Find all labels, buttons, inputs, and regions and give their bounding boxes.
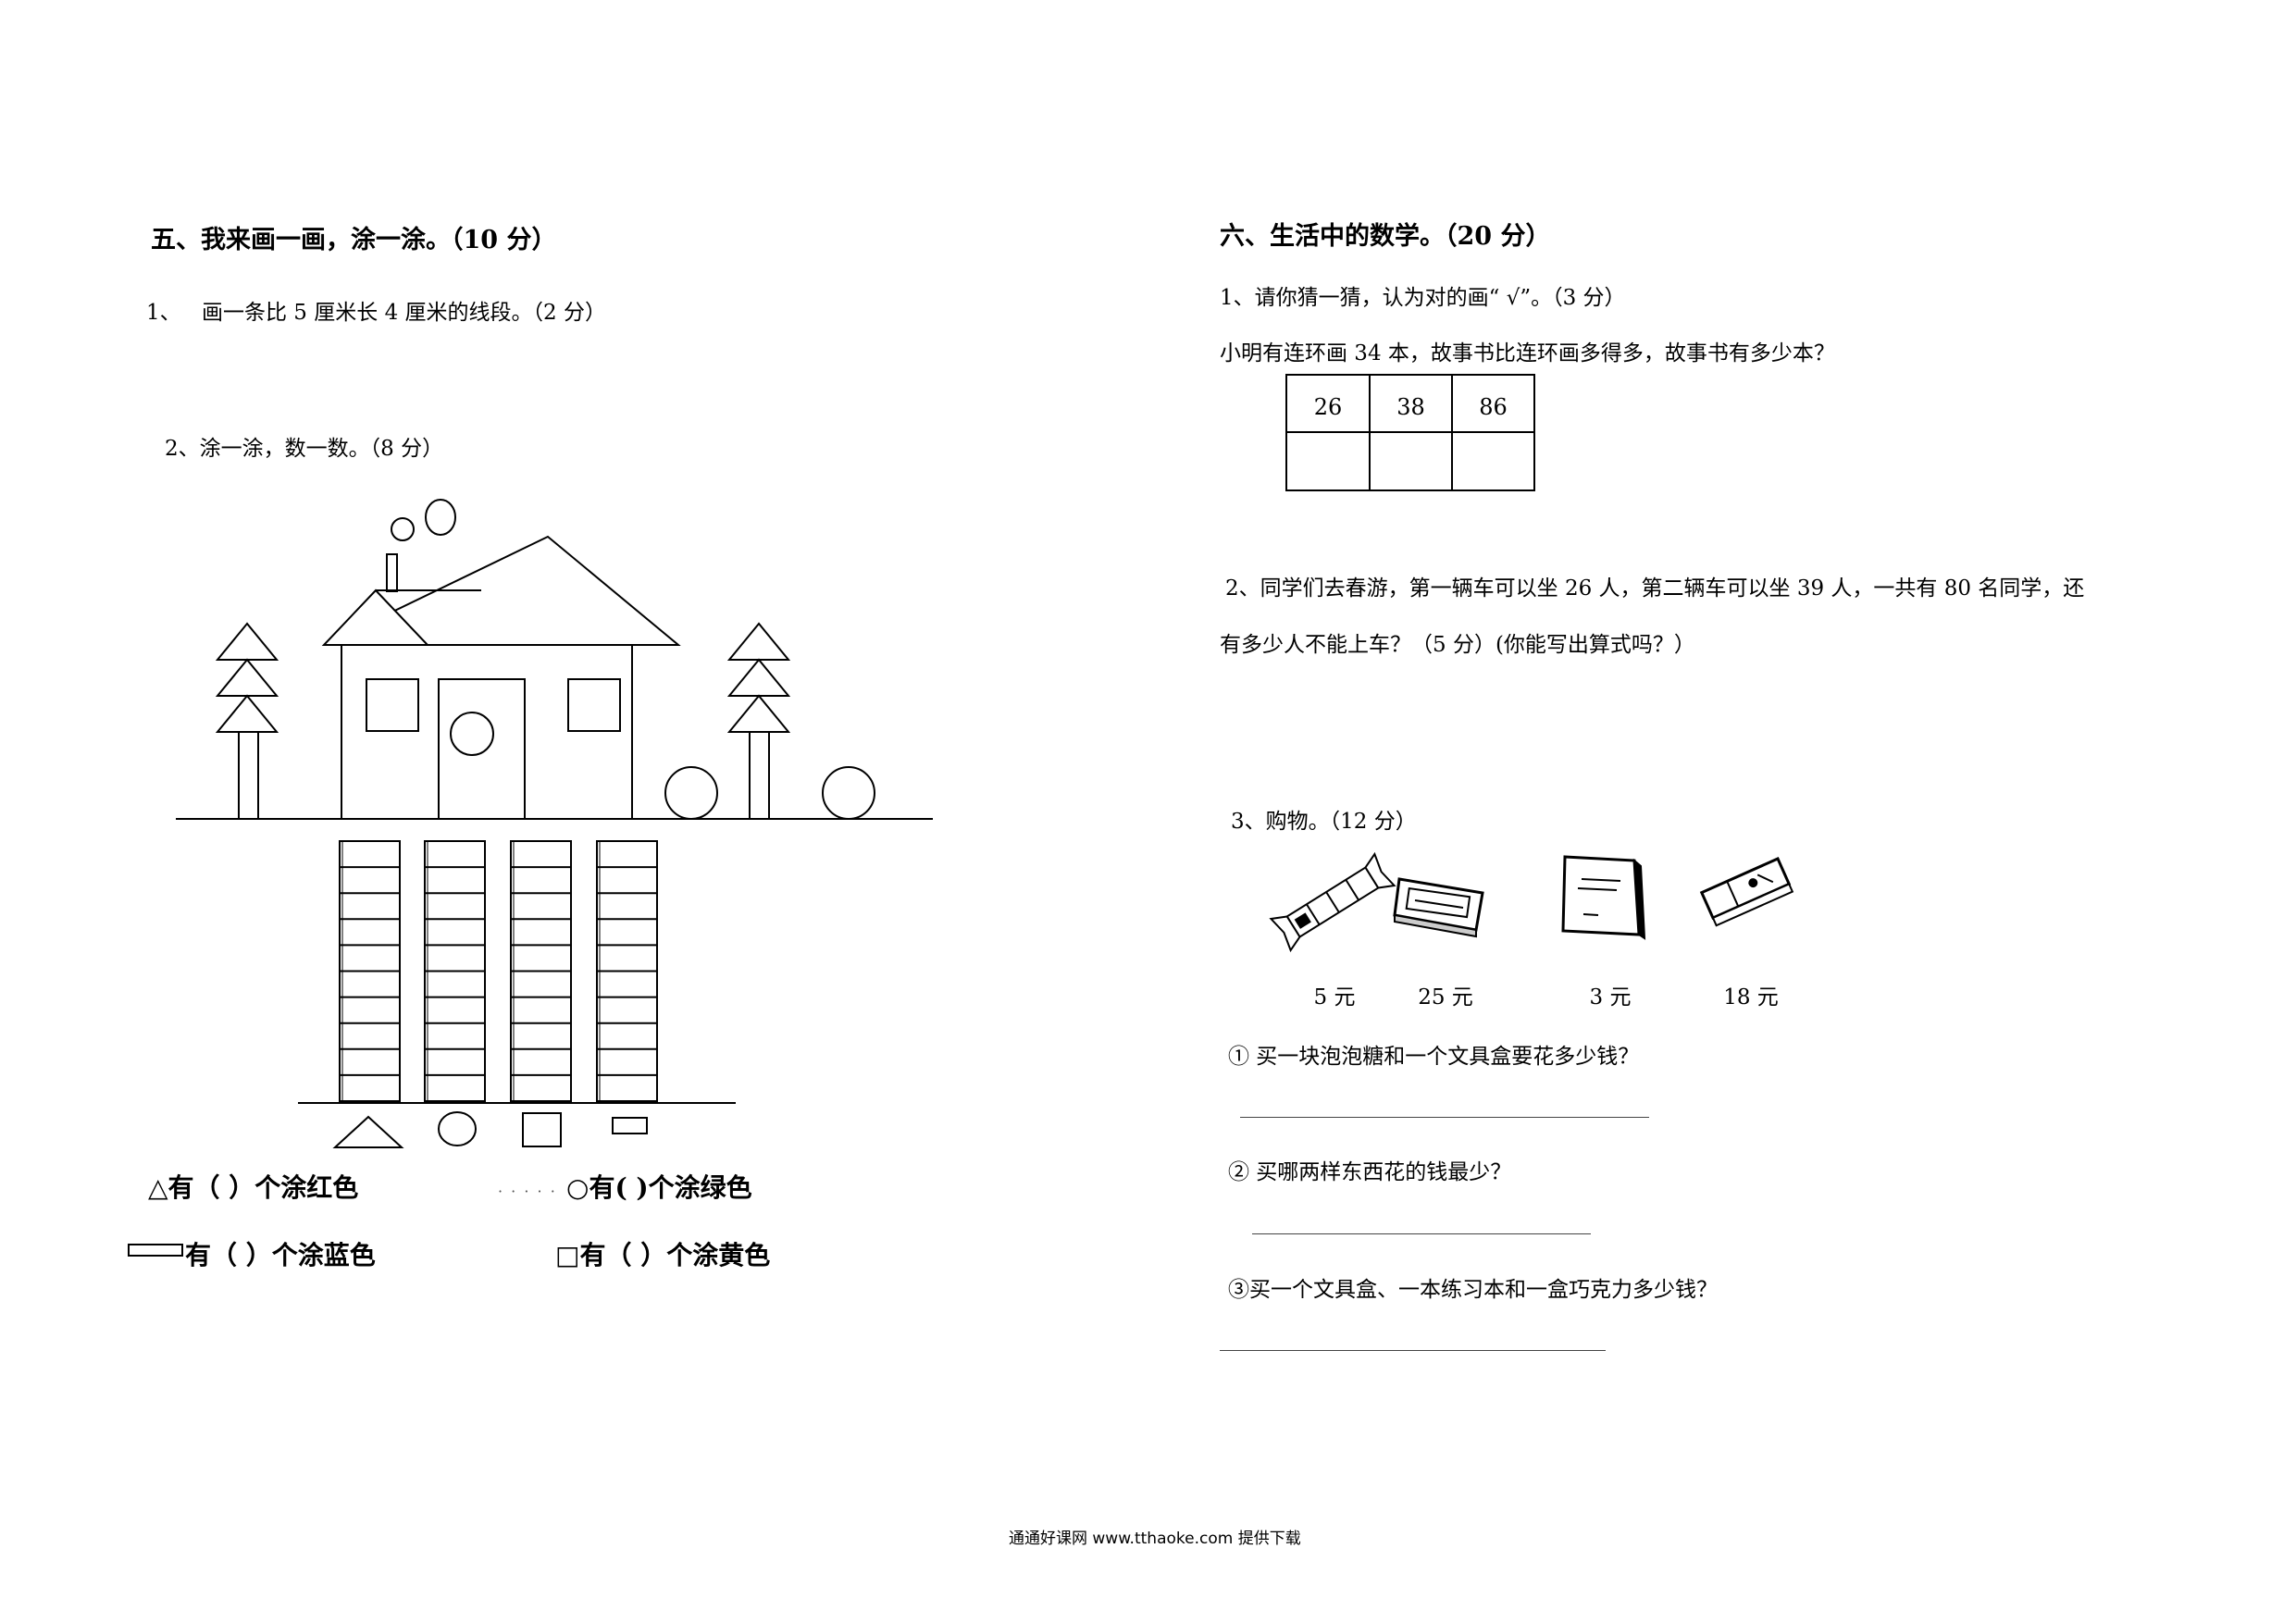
tree-left-top (215, 622, 279, 661)
legend-triangle-shape (332, 1115, 404, 1148)
exercise-book-icon (1561, 855, 1646, 940)
answer-line-2[interactable] (1252, 1233, 1591, 1234)
s6-q3-text: 3、购物。（12 分） (1231, 810, 1417, 834)
pencil-box-icon (1393, 877, 1484, 938)
square-icon: □ (555, 1240, 580, 1270)
s6-q2-line1: 2、同学们去春游，第一辆车可以坐 26 人，第二辆车可以坐 39 人，一共有 8… (1225, 576, 2085, 601)
tree-right-top (726, 622, 791, 661)
circle-icon: ○ (566, 1172, 590, 1203)
guess-value-2: 38 (1396, 394, 1425, 420)
dotted-mark: · · · · · (498, 1183, 557, 1200)
price-pencil-box: 25 元 (1418, 985, 1473, 1010)
legend-square-shape (522, 1112, 562, 1147)
bush-circle-left (664, 766, 718, 820)
brick-column-4 (596, 840, 658, 1102)
sub-question-1: ① 买一块泡泡糖和一个文具盒要花多少钱？ (1228, 1045, 1640, 1069)
legend-rect-shape (612, 1117, 648, 1134)
legend-square-row: □有（ ）个涂黄色 (555, 1235, 770, 1272)
guess-table: 26 38 86 (1285, 374, 1535, 491)
door-circle-window (450, 712, 494, 756)
tree-right-bottom (726, 694, 791, 733)
chocolate-box-icon (1699, 857, 1794, 927)
chimney (386, 553, 398, 592)
tree-right-mid (726, 658, 791, 697)
q1-number: 1、 (146, 301, 181, 325)
answer-line-1[interactable] (1240, 1117, 1649, 1118)
legend-circle-row: ○有( )个涂绿色 (566, 1168, 752, 1205)
count-triangle-text: 有（ ）个涂红色 (168, 1172, 359, 1203)
section-5-title: 五、我来画一画，涂一涂。（10 分） (151, 226, 557, 254)
footer-text: 通通好课网 www.tthaoke.com 提供下载 (1009, 1530, 1301, 1548)
tree-left-mid (215, 658, 279, 697)
triangle-icon: △ (148, 1172, 168, 1203)
sub-question-2: ② 买哪两样东西花的钱最少？ (1228, 1160, 1512, 1184)
count-circle-text: 有( )个涂绿色 (589, 1172, 752, 1203)
brick-column-2 (424, 840, 486, 1102)
house-window-left (366, 678, 419, 732)
sub-question-3: ③买一个文具盒、一本练习本和一盒巧克力多少钱？ (1228, 1278, 1718, 1302)
answer-line-3[interactable] (1220, 1350, 1606, 1351)
q2-text: 2、涂一涂，数一数。（8 分） (165, 437, 444, 461)
s6-q1-text: 1、请你猜一猜，认为对的画“ √”。（3 分） (1220, 286, 1626, 310)
price-exercise-book: 3 元 (1589, 985, 1632, 1010)
price-candy: 5 元 (1313, 985, 1356, 1010)
guess-value-1: 26 (1313, 394, 1343, 420)
s6-q1-problem: 小明有连环画 34 本，故事书比连环画多得多，故事书有多少本？ (1220, 341, 1835, 365)
guess-value-3: 86 (1479, 394, 1508, 420)
smoke-bubble-small (391, 517, 415, 541)
q1-text: 画一条比 5 厘米长 4 厘米的线段。（2 分） (202, 301, 606, 325)
smoke-bubble-large (425, 499, 456, 536)
s6-q2-line2: 有多少人不能上车？（5 分）(你能写出算式吗？） (1220, 633, 1695, 657)
brick-columns (339, 840, 658, 1102)
brick-column-3 (510, 840, 572, 1102)
price-chocolate: 18 元 (1723, 985, 1779, 1010)
rectangle-icon (128, 1244, 183, 1257)
candy-icon (1269, 851, 1396, 953)
brick-column-1 (339, 840, 401, 1102)
bush-circle-right (822, 766, 875, 820)
legend-circle-shape (438, 1111, 477, 1146)
tree-left-bottom (215, 694, 279, 733)
count-rect-text: 有（ ）个涂蓝色 (185, 1240, 376, 1270)
section-6-title: 六、生活中的数学。（20 分） (1220, 222, 1551, 251)
house-window-right (567, 678, 621, 732)
legend-triangle-row: △有（ ）个涂红色 (148, 1168, 358, 1205)
count-square-text: 有（ ）个涂黄色 (579, 1240, 771, 1270)
